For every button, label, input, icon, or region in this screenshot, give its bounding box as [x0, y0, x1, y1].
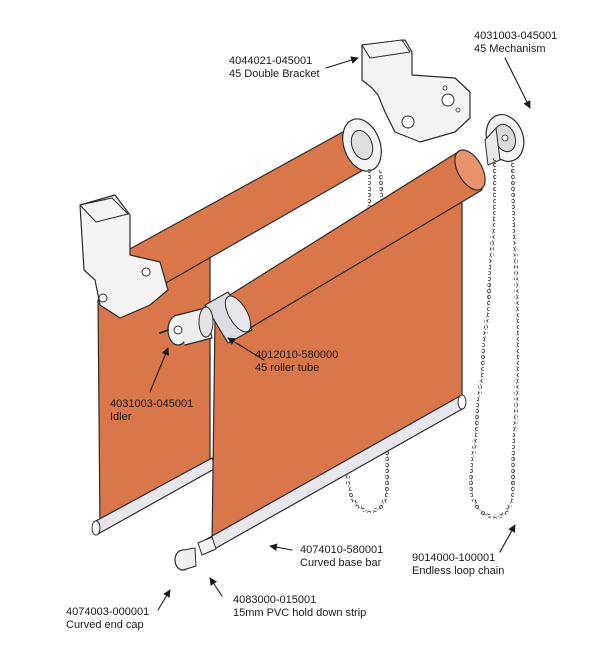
idler-code: 4031003-045001	[110, 398, 194, 410]
front-loop-chain	[469, 158, 520, 519]
roller-tube-name: 45 roller tube	[255, 362, 320, 374]
double-bracket-code: 4044021-045001	[229, 55, 313, 67]
hold-down-strip-code: 4083000-015001	[233, 594, 317, 606]
end-cap-code: 4074003-000001	[66, 606, 150, 618]
hold-down-strip-name: 15mm PVC hold down strip	[233, 607, 367, 619]
base-bar-arrow	[269, 543, 293, 552]
mechanism-part	[484, 114, 525, 166]
hold-down-strip-arrow	[209, 577, 223, 597]
idler-arrow	[149, 347, 169, 393]
roller-tube-arrow	[227, 337, 265, 361]
label-mechanism: 4031003-045001 45 Mechanism	[474, 30, 557, 56]
idler-part	[159, 306, 214, 346]
hold-down-strip-part	[197, 536, 217, 556]
loop-chain-arrow	[499, 524, 516, 553]
mechanism-name: 45 Mechanism	[474, 43, 546, 55]
base-bar-name: Curved base bar	[300, 557, 382, 569]
left-bracket	[79, 194, 169, 319]
end-cap-part	[174, 547, 197, 571]
idler-name: Idler	[110, 411, 132, 423]
roller-tube-code: 4012010-580000	[255, 349, 339, 361]
label-hold-down-strip: 4083000-015001 15mm PVC hold down strip	[233, 594, 366, 620]
label-double-bracket: 4044021-045001 45 Double Bracket	[229, 55, 320, 81]
label-roller-tube: 4012010-580000 45 roller tube	[255, 349, 338, 375]
base-bar-code: 4074010-580001	[300, 544, 384, 556]
label-end-cap: 4074003-000001 Curved end cap	[66, 606, 149, 632]
double-bracket-arrow	[325, 56, 359, 69]
leader-arrows	[149, 56, 531, 611]
mechanism-code: 4031003-045001	[474, 30, 558, 42]
loop-chain-name: Endless loop chain	[412, 565, 505, 577]
loop-chain-code: 9014000-100001	[412, 552, 496, 564]
label-loop-chain: 9014000-100001 Endless loop chain	[412, 552, 504, 578]
double-bracket-name: 45 Double Bracket	[229, 68, 320, 80]
double-bracket	[361, 39, 471, 143]
end-cap-arrow	[157, 589, 171, 611]
end-cap-name: Curved end cap	[66, 619, 144, 631]
label-idler: 4031003-045001 Idler	[110, 398, 193, 424]
label-base-bar: 4074010-580001 Curved base bar	[300, 544, 383, 570]
mechanism-arrow	[504, 57, 531, 109]
